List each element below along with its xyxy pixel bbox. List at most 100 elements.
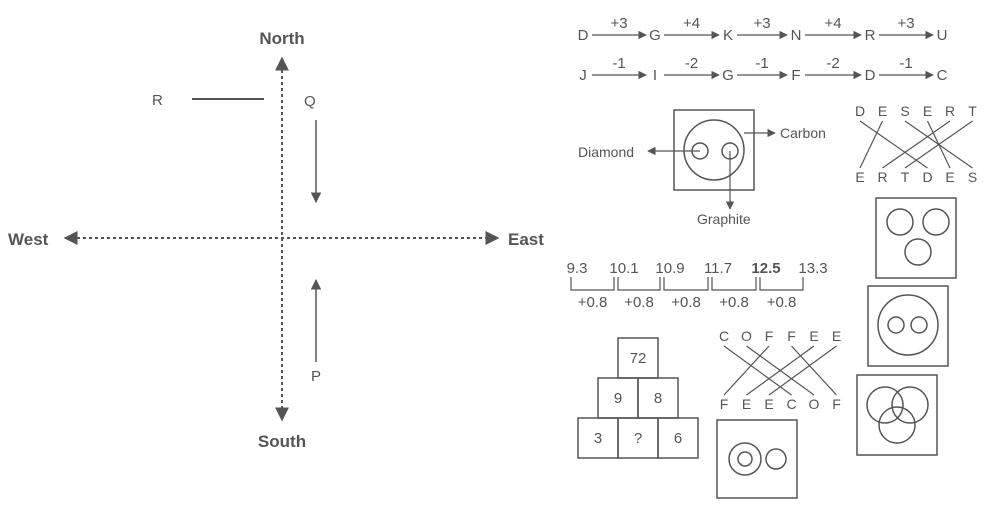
series-number: 10.1 bbox=[609, 260, 638, 277]
figure-frame bbox=[875, 197, 957, 279]
series-bracket bbox=[570, 277, 615, 291]
diamond-label: Diamond bbox=[578, 144, 634, 160]
series-step-label: +3 bbox=[753, 15, 770, 32]
north-label: North bbox=[259, 29, 304, 48]
cross-line bbox=[768, 345, 837, 396]
side-circle bbox=[765, 448, 787, 470]
venn-circle bbox=[878, 406, 916, 444]
series-bracket bbox=[617, 277, 661, 291]
series-letter: D bbox=[578, 27, 589, 44]
three-circles-figure bbox=[875, 197, 957, 279]
cross-bottom-letter: F bbox=[720, 396, 729, 412]
inner-ring-circle bbox=[737, 451, 753, 467]
cross-top-letter: E bbox=[878, 103, 887, 119]
cross-top-letter: E bbox=[923, 103, 932, 119]
series-step-label: +4 bbox=[683, 15, 700, 32]
cross-bottom-letter: E bbox=[764, 396, 773, 412]
series-letter: K bbox=[723, 27, 733, 44]
cross-line bbox=[791, 345, 837, 396]
cross-line bbox=[904, 120, 973, 169]
carbon-venn-diagram: Diamond Carbon Graphite bbox=[578, 109, 826, 227]
circle bbox=[886, 208, 914, 236]
cross-line bbox=[723, 345, 792, 396]
cross-bottom-letter: E bbox=[742, 396, 751, 412]
compass-diagram: North South West East R Q P bbox=[8, 29, 544, 451]
cross-line bbox=[882, 120, 951, 169]
cross-bottom-letter: T bbox=[901, 169, 910, 185]
series-letter: C bbox=[937, 67, 948, 84]
cross-top-letter: C bbox=[719, 328, 729, 344]
series-step-label: -2 bbox=[685, 55, 698, 72]
series-number: 10.9 bbox=[655, 260, 684, 277]
series-step-label: +4 bbox=[824, 15, 841, 32]
series-step-label: +0.8 bbox=[767, 294, 797, 311]
series-letter: N bbox=[791, 27, 802, 44]
series-step-label: +3 bbox=[897, 15, 914, 32]
point-p-label: P bbox=[311, 368, 321, 385]
series-letter: R bbox=[865, 27, 876, 44]
series-step-label: +0.8 bbox=[719, 294, 749, 311]
point-r-label: R bbox=[152, 92, 163, 109]
cross-top-letter: D bbox=[855, 103, 865, 119]
outer-ring-circle bbox=[728, 442, 762, 476]
inner-circle bbox=[887, 316, 905, 334]
south-label: South bbox=[258, 432, 306, 451]
series-number: 11.7 bbox=[704, 260, 732, 277]
pyramid-value: 72 bbox=[630, 350, 647, 367]
cross-top-letter: E bbox=[809, 328, 818, 344]
cross-line bbox=[746, 345, 815, 396]
number-pyramid: 72 9 8 3 ? 6 bbox=[577, 337, 699, 459]
cross-bottom-letter: S bbox=[968, 169, 977, 185]
cross-top-letter: S bbox=[900, 103, 909, 119]
figure-frame bbox=[716, 419, 798, 499]
series-letter: U bbox=[937, 27, 948, 44]
carbon-outer-square bbox=[673, 109, 755, 191]
triple-venn-figure bbox=[856, 374, 938, 456]
series-bracket bbox=[711, 277, 757, 291]
circle bbox=[904, 238, 932, 266]
cross-top-letter: O bbox=[741, 328, 752, 344]
series-number: 13.3 bbox=[798, 260, 827, 277]
pyramid-cell bbox=[657, 417, 699, 459]
pyramid-value: 3 bbox=[594, 430, 602, 447]
concentric-circles-figure bbox=[716, 419, 798, 499]
west-label: West bbox=[8, 230, 49, 249]
series-letter: F bbox=[791, 67, 800, 84]
cross-top-letter: R bbox=[945, 103, 955, 119]
series-step-label: +0.8 bbox=[578, 294, 608, 311]
series-step-label: -1 bbox=[612, 55, 625, 72]
series-number: 12.5 bbox=[751, 260, 780, 277]
circle bbox=[922, 208, 950, 236]
point-q-label: Q bbox=[304, 93, 316, 110]
figure-frame bbox=[867, 285, 949, 367]
pyramid-value: 9 bbox=[614, 390, 622, 407]
series-letter: G bbox=[722, 67, 734, 84]
carbon-label: Carbon bbox=[780, 125, 826, 141]
circle-with-two-circles-figure bbox=[867, 285, 949, 367]
cross-bottom-letter: E bbox=[855, 169, 864, 185]
cross-bottom-letter: O bbox=[809, 396, 820, 412]
cross-top-letter: T bbox=[968, 103, 977, 119]
cross-bottom-letter: R bbox=[877, 169, 887, 185]
carbon-big-circle bbox=[683, 119, 745, 181]
cross-bottom-letter: F bbox=[832, 396, 841, 412]
series-letter: I bbox=[653, 67, 657, 84]
graphite-label: Graphite bbox=[697, 211, 751, 227]
cross-bottom-letter: D bbox=[922, 169, 932, 185]
cross-bottom-letter: E bbox=[945, 169, 954, 185]
pyramid-value: 6 bbox=[674, 430, 682, 447]
pyramid-value: ? bbox=[634, 430, 642, 447]
cross-line bbox=[859, 120, 884, 169]
cross-line bbox=[859, 120, 928, 169]
outer-circle bbox=[877, 294, 939, 356]
series-step-label: +0.8 bbox=[671, 294, 701, 311]
series-letter: G bbox=[649, 27, 661, 44]
series-number: 9.3 bbox=[567, 260, 588, 277]
series-letter: J bbox=[579, 67, 587, 84]
series-bracket bbox=[663, 277, 709, 291]
series-letter: D bbox=[865, 67, 876, 84]
